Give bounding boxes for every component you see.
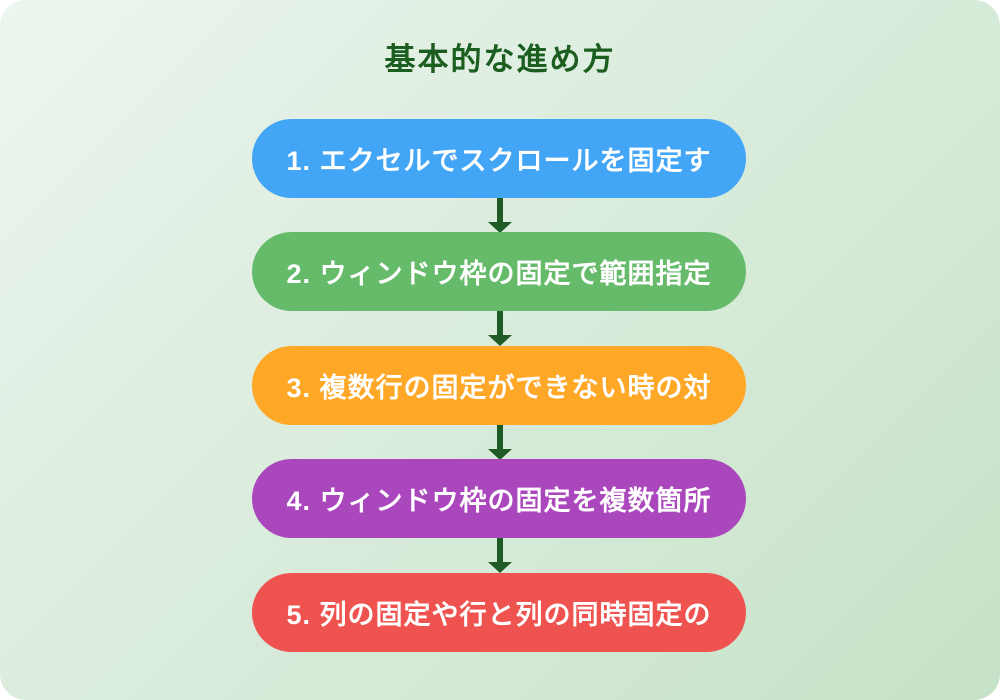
step-3-label: 3. 複数行の固定ができない時の対 bbox=[286, 373, 712, 403]
step-3-pill: 3. 複数行の固定ができない時の対 bbox=[252, 346, 746, 425]
arrow-head bbox=[488, 449, 512, 460]
arrow-stem bbox=[497, 311, 503, 335]
page-title: 基本的な進め方 bbox=[384, 42, 616, 77]
arrow-down-icon bbox=[487, 198, 513, 233]
step-1-pill: 1. エクセルでスクロールを固定す bbox=[252, 119, 746, 198]
arrow-stem bbox=[497, 198, 503, 222]
arrow-head bbox=[488, 562, 512, 573]
arrow-down-icon bbox=[487, 538, 513, 573]
arrow-stem bbox=[497, 425, 503, 449]
step-4-pill: 4. ウィンドウ枠の固定を複数箇所 bbox=[252, 459, 746, 538]
step-2-pill: 2. ウィンドウ枠の固定で範囲指定 bbox=[252, 232, 746, 311]
arrow-down-icon bbox=[487, 311, 513, 346]
arrow-head bbox=[488, 222, 512, 233]
arrow-stem bbox=[497, 538, 503, 562]
step-2-label: 2. ウィンドウ枠の固定で範囲指定 bbox=[286, 259, 712, 289]
arrow-down-icon bbox=[487, 425, 513, 460]
step-1-label: 1. エクセルでスクロールを固定す bbox=[286, 146, 712, 176]
arrow-head bbox=[488, 335, 512, 346]
step-5-pill: 5. 列の固定や行と列の同時固定の bbox=[252, 573, 746, 652]
step-5-label: 5. 列の固定や行と列の同時固定の bbox=[286, 600, 712, 630]
step-4-label: 4. ウィンドウ枠の固定を複数箇所 bbox=[286, 486, 712, 516]
